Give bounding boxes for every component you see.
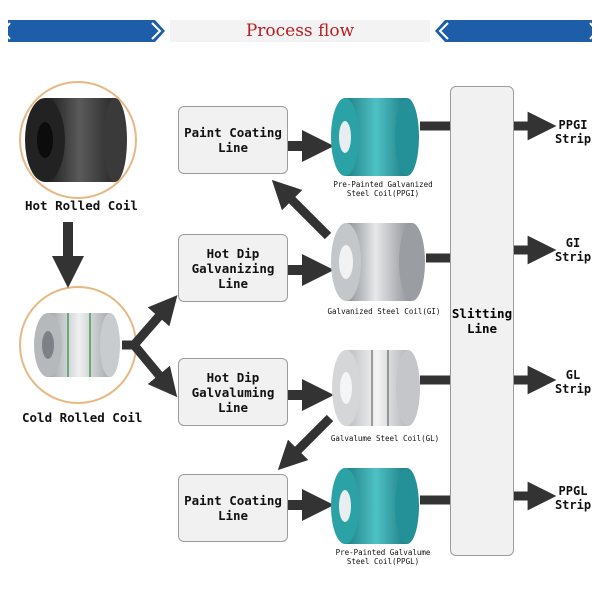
- gi-strip-output: GI Strip: [554, 236, 592, 264]
- arrow-gl-to-paint-bottom: [277, 414, 334, 471]
- gi-coil-label: Galvanized Steel Coil(GI): [327, 307, 441, 316]
- hot-rolled-coil-image: [19, 81, 137, 199]
- ppgl-coil-label: Pre-Painted Galvalume Steel Coil(PPGL): [335, 548, 431, 566]
- gi-coil-image: [331, 223, 425, 301]
- gl-coil-label: Galvalume Steel Coil(GL): [330, 434, 440, 443]
- hot-rolled-coil-label: Hot Rolled Coil: [25, 198, 138, 213]
- header-decoration: [1, 20, 599, 42]
- arrow-cold-to-galvaluming: [130, 342, 178, 398]
- header-banner: Process flow: [0, 14, 600, 48]
- page-title: Process flow: [170, 20, 430, 42]
- gl-coil-image: [332, 350, 420, 426]
- hot-dip-galvaluming-line: Hot Dip Galvaluming Line: [178, 358, 288, 426]
- ppgi-coil-image: [331, 98, 419, 176]
- chevron-right-icon: [589, 22, 599, 40]
- header-right-bar: [435, 20, 592, 42]
- ppgl-coil-image: [331, 468, 419, 544]
- header-left-bar: [8, 20, 165, 42]
- cold-rolled-coil-image: [19, 286, 137, 404]
- cold-rolled-coil-label: Cold Rolled Coil: [22, 410, 143, 425]
- arrow-gi-to-paint-top: [271, 179, 332, 240]
- ppgi-strip-output: PPGI Strip: [554, 118, 592, 146]
- slitting-line: Slitting Line: [450, 86, 514, 556]
- paint-coating-line-bottom: Paint Coating Line: [178, 474, 288, 542]
- ppgl-strip-output: PPGL Strip: [554, 484, 592, 512]
- ppgi-coil-label: Pre-Painted Galvanized Steel Coil(PPGI): [333, 180, 433, 198]
- paint-coating-line-top: Paint Coating Line: [178, 106, 288, 174]
- gl-strip-output: GL Strip: [554, 368, 592, 396]
- hot-dip-galvanizing-line: Hot Dip Galvanizing Line: [178, 234, 288, 302]
- chevron-left-icon: [1, 22, 11, 40]
